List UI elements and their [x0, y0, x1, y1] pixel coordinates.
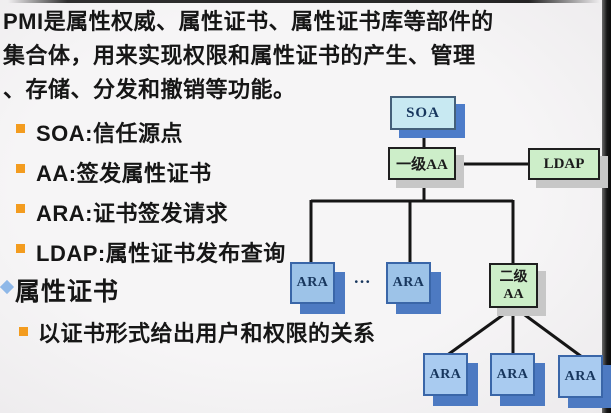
bullet-text: SOA:信任源点 [36, 121, 184, 146]
node-ara-3: ARA [423, 353, 468, 396]
bullet-text: LDAP:属性证书发布查询 [36, 241, 286, 266]
intro-paragraph: PMI是属性权威、属性证书、属性证书库等部件的 集合体，用来实现权限和属性证书的… [3, 5, 494, 107]
top-edge-shadow [8, 0, 600, 3]
node-ara-label: ARA [564, 368, 597, 384]
node-level2-aa: 二级 AA [489, 263, 538, 308]
node-ara-label: ARA [392, 275, 425, 290]
section-heading-text: 属性证书 [15, 278, 120, 306]
bullet-text: AA:签发属性证书 [36, 161, 212, 186]
bullet-square-icon [16, 204, 25, 213]
node-level2-aa-line1: 二级 [499, 269, 528, 285]
node-ldap-label: LDAP [543, 155, 585, 172]
node-ara-2: ARA [386, 262, 431, 304]
bullet-square-icon [16, 124, 25, 133]
right-edge-bar [602, 0, 611, 413]
node-ara-1: ARA [290, 262, 335, 304]
node-ara-label: ARA [496, 366, 529, 382]
node-ara-5: ARA [558, 355, 603, 398]
node-soa-label: SOA [406, 104, 440, 121]
edge-aa2-ara3 [445, 305, 515, 358]
ellipsis-dots: … [353, 268, 371, 287]
node-ara-4: ARA [490, 353, 535, 396]
paragraph-line-1: PMI是属性权威、属性证书、属性证书库等部件的 [3, 9, 494, 34]
node-ldap: LDAP [528, 148, 600, 180]
section-heading: 属性证书 [0, 272, 120, 308]
bullet-text: 以证书形式给出用户和权限的关系 [38, 321, 376, 346]
node-level2-aa-line2: AA [503, 286, 524, 302]
node-ara-label: ARA [296, 275, 329, 290]
paragraph-line-3: 、存储、分发和撤销等功能。 [3, 77, 296, 102]
bullet-text: ARA:证书签发请求 [36, 201, 228, 226]
edge-aa2-ara5 [513, 305, 583, 359]
bullet-square-icon [16, 164, 25, 173]
paragraph-line-2: 集合体，用来实现权限和属性证书的产生、管理 [3, 43, 476, 68]
node-ara-label: ARA [429, 366, 462, 382]
bullet-square-icon [16, 244, 25, 253]
bullet-square-icon [19, 327, 28, 336]
node-level1-aa: 一级AA [388, 147, 456, 180]
node-level1-aa-label: 一级AA [396, 157, 448, 173]
node-soa: SOA [390, 96, 456, 130]
